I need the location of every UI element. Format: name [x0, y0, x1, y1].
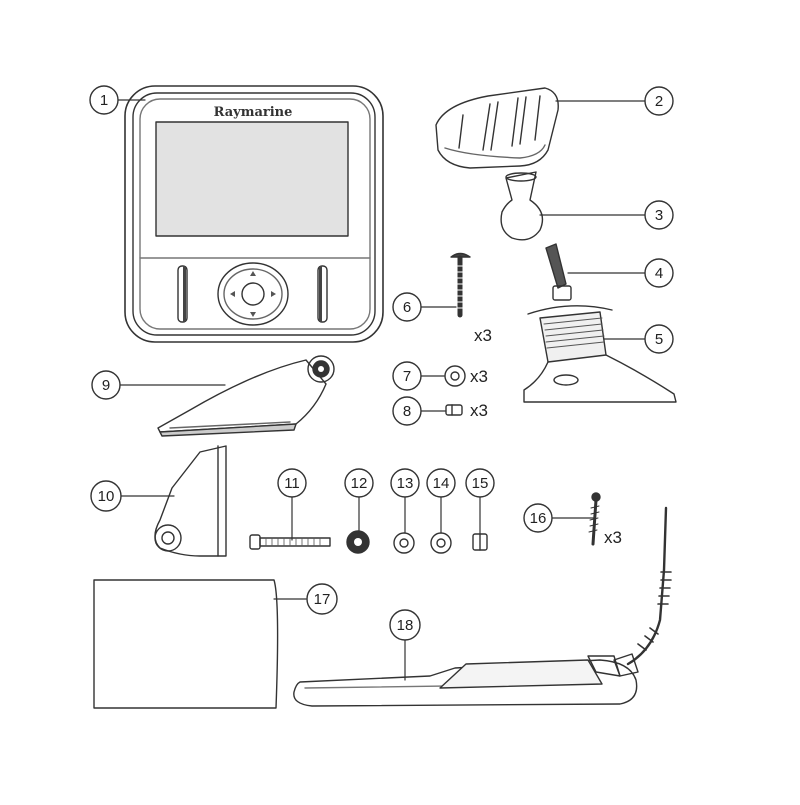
mounting-base-part [523, 305, 677, 403]
nut-part-15 [472, 533, 488, 551]
rotary-keypad [217, 262, 289, 326]
callout-17-label: 17 [314, 591, 331, 608]
callout-18-label: 18 [397, 617, 414, 634]
ball-joint-part [500, 171, 544, 241]
brand-label: Raymarine [214, 105, 293, 120]
callout-6-label: 6 [403, 299, 411, 316]
callout-14: 14 [426, 468, 456, 498]
callout-16-label: 16 [530, 510, 547, 527]
callout-9: 9 [91, 370, 121, 400]
callout-16-quantity: x3 [604, 528, 622, 547]
callouts: 1 2 3 4 5 6 x3 7 x3 8 x3 9 10 11 12 13 1… [89, 85, 674, 641]
callout-7-label: 7 [403, 368, 411, 385]
callout-4: 4 [644, 258, 674, 288]
documentation-card [93, 579, 279, 709]
transom-bracket-part [157, 355, 335, 437]
callout-7: 7 [392, 361, 422, 391]
display-screen [155, 121, 349, 237]
callout-18: 18 [389, 609, 421, 641]
callout-17: 17 [306, 583, 338, 615]
leader-lines [117, 99, 646, 681]
callout-5: 5 [644, 324, 674, 354]
callout-15: 15 [465, 468, 495, 498]
transducer-part [293, 506, 672, 707]
transom-bracket-side-part [154, 445, 227, 557]
callout-7-quantity: x3 [470, 367, 488, 386]
callout-6-quantity: x3 [474, 326, 492, 345]
callout-16: 16 [523, 503, 553, 533]
bolt-part [249, 534, 331, 550]
callout-8-label: 8 [403, 403, 411, 420]
callout-13: 13 [390, 468, 420, 498]
long-screw-part [450, 252, 471, 318]
callout-11: 11 [277, 468, 307, 498]
callout-8-quantity: x3 [470, 401, 488, 420]
callout-10: 10 [90, 480, 122, 512]
washer-part-14 [430, 532, 452, 554]
callout-1-label: 1 [100, 92, 108, 109]
wood-screw-part [588, 492, 601, 546]
nut-part-8 [445, 404, 463, 416]
callout-2: 2 [644, 86, 674, 116]
washer-part-7 [444, 365, 466, 387]
callout-6: 6 [392, 292, 422, 322]
callout-14-label: 14 [433, 475, 450, 492]
callout-10-label: 10 [98, 488, 115, 505]
callout-13-label: 13 [397, 475, 414, 492]
callout-4-label: 4 [655, 265, 663, 282]
display-unit: Raymarine [124, 85, 384, 343]
rubber-washer-part [346, 530, 370, 554]
callout-3-label: 3 [655, 207, 663, 224]
callout-5-label: 5 [655, 331, 663, 348]
callout-8: 8 [392, 396, 422, 426]
mounting-bracket-part [435, 87, 559, 169]
threaded-stud-part [545, 243, 572, 301]
callout-2-label: 2 [655, 93, 663, 110]
callout-12-label: 12 [351, 475, 368, 492]
callout-1: 1 [89, 85, 119, 115]
callout-9-label: 9 [102, 377, 110, 394]
washer-part-13 [393, 532, 415, 554]
callout-3: 3 [644, 200, 674, 230]
callout-12: 12 [344, 468, 374, 498]
callout-15-label: 15 [472, 475, 489, 492]
callout-11-label: 11 [284, 475, 300, 492]
